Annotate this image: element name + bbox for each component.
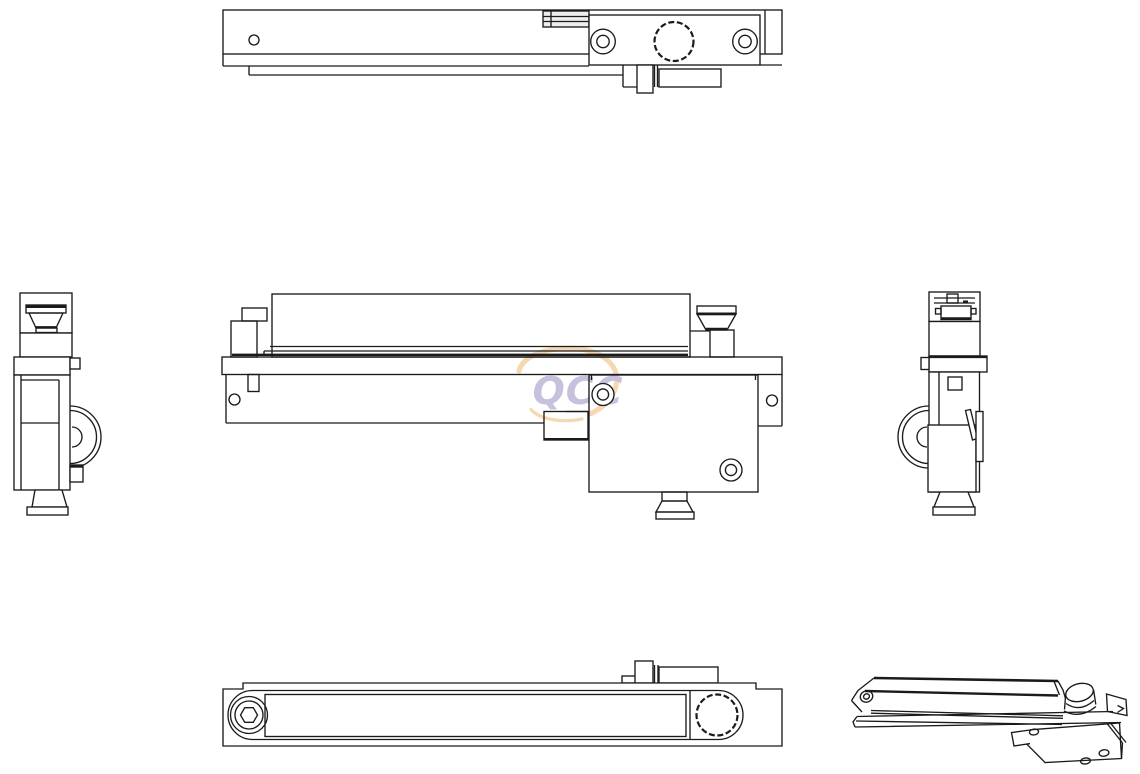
bottom-body xyxy=(222,682,783,747)
flange xyxy=(13,356,81,376)
end-stop-grip xyxy=(542,10,590,28)
clamp-bore xyxy=(695,693,739,737)
clamp-bore xyxy=(653,20,695,63)
flange xyxy=(920,355,988,373)
slide-slot xyxy=(227,689,744,741)
roller-arc xyxy=(69,405,102,469)
front-view-fills xyxy=(222,294,782,519)
bottom-view xyxy=(222,660,783,747)
angle-bracket xyxy=(1105,693,1128,717)
support-foot xyxy=(654,491,695,520)
clamp-knob xyxy=(690,305,738,358)
mounting-ear xyxy=(758,374,783,427)
arc-support xyxy=(69,464,84,483)
upper-tabs xyxy=(621,660,719,684)
lower-tabs xyxy=(636,64,722,94)
clamp-block xyxy=(588,14,761,66)
rails xyxy=(870,709,1064,719)
socket-screw xyxy=(590,28,616,55)
base-plate xyxy=(852,710,1122,728)
base-rail xyxy=(221,356,783,376)
actuator-tab xyxy=(543,410,589,441)
socket-screw xyxy=(719,458,743,482)
watermark-swoosh-bottom xyxy=(529,407,584,423)
slide-window xyxy=(264,693,687,738)
front-view xyxy=(221,293,783,520)
left-side-view xyxy=(13,292,102,516)
top-plate-edge xyxy=(873,676,1059,683)
base-body xyxy=(225,374,544,424)
clamp-knob xyxy=(1063,682,1097,716)
mounting-hole xyxy=(228,393,241,406)
roller-arc xyxy=(897,405,930,469)
isometric-view xyxy=(850,676,1128,765)
mounting-hole xyxy=(765,394,779,407)
hex-socket-screw xyxy=(229,695,269,735)
right-side-view xyxy=(897,291,988,516)
latch-head xyxy=(934,293,977,321)
socket-screw xyxy=(591,382,615,407)
end-screw xyxy=(859,690,874,703)
socket-screw xyxy=(732,28,758,55)
top-view xyxy=(222,9,783,94)
side-body xyxy=(13,374,71,491)
drilled-flap xyxy=(1010,722,1123,765)
support-foot xyxy=(932,491,976,516)
clamp-knob xyxy=(25,304,67,334)
support-foot xyxy=(26,489,69,516)
locating-hole xyxy=(248,34,260,46)
